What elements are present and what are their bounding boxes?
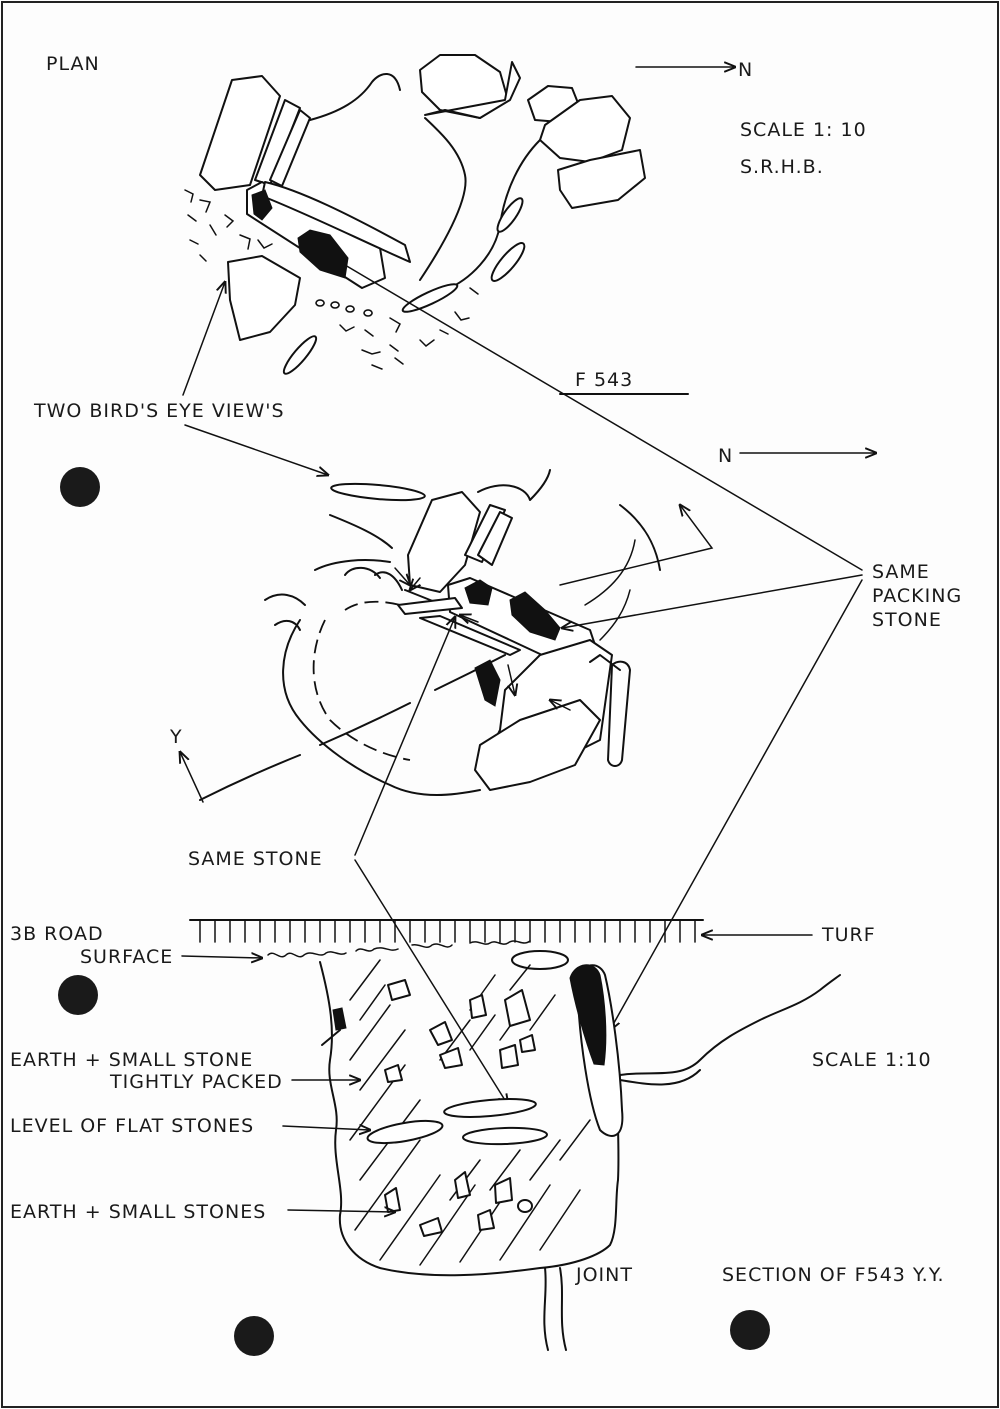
y-axis-label: Y — [169, 726, 183, 748]
pointer-line — [354, 859, 508, 1105]
earth-small-label: EARTH + SMALL STONES — [10, 1201, 266, 1223]
turf-label: TURF — [821, 924, 876, 946]
punch-hole — [234, 1316, 274, 1356]
pointer-line — [354, 617, 455, 856]
pointer-line — [287, 1210, 395, 1212]
earth-packed-label-1: EARTH + SMALL STONE — [10, 1049, 253, 1071]
same-packing-label-3: STONE — [872, 609, 942, 631]
initials-label: S.R.H.B. — [740, 156, 824, 178]
birds-eye-label: TWO BIRD'S EYE VIEW'S — [33, 400, 285, 422]
road-label-1: 3B ROAD — [10, 923, 104, 945]
same-packing-label-1: SAME — [872, 561, 930, 583]
pointer-line — [610, 579, 863, 1030]
road-label-2: SURFACE — [80, 946, 173, 968]
north-label-mid: N — [718, 445, 733, 467]
joint-label: JOINT — [575, 1264, 633, 1286]
same-packing-label-2: PACKING — [872, 585, 962, 607]
punch-hole — [58, 975, 98, 1015]
y-axis-arrow — [180, 752, 204, 803]
pointer-line — [181, 956, 262, 958]
scale-label-top: SCALE 1: 10 — [740, 119, 867, 141]
pointer-line — [282, 1126, 370, 1130]
punch-hole — [60, 467, 100, 507]
birds-eye-view — [199, 469, 661, 801]
same-stone-label: SAME STONE — [188, 848, 323, 870]
punch-hole — [730, 1310, 770, 1350]
pointer-line — [344, 264, 863, 571]
scale-label-bottom: SCALE 1:10 — [812, 1049, 932, 1071]
pointer-line — [182, 282, 225, 396]
flat-stones-label: LEVEL OF FLAT STONES — [10, 1115, 254, 1137]
pointer-line — [184, 424, 328, 475]
pointer-line — [562, 574, 863, 628]
plan-view — [184, 54, 646, 375]
earth-packed-label-2: TIGHTLY PACKED — [109, 1071, 283, 1093]
section-label: SECTION OF F543 Y.Y. — [722, 1264, 945, 1286]
section-view — [189, 919, 841, 1351]
north-label-top: N — [738, 59, 753, 81]
feature-label: F 543 — [575, 369, 633, 391]
y-axis-arrow-right — [559, 505, 714, 586]
plan-label: PLAN — [46, 53, 100, 75]
